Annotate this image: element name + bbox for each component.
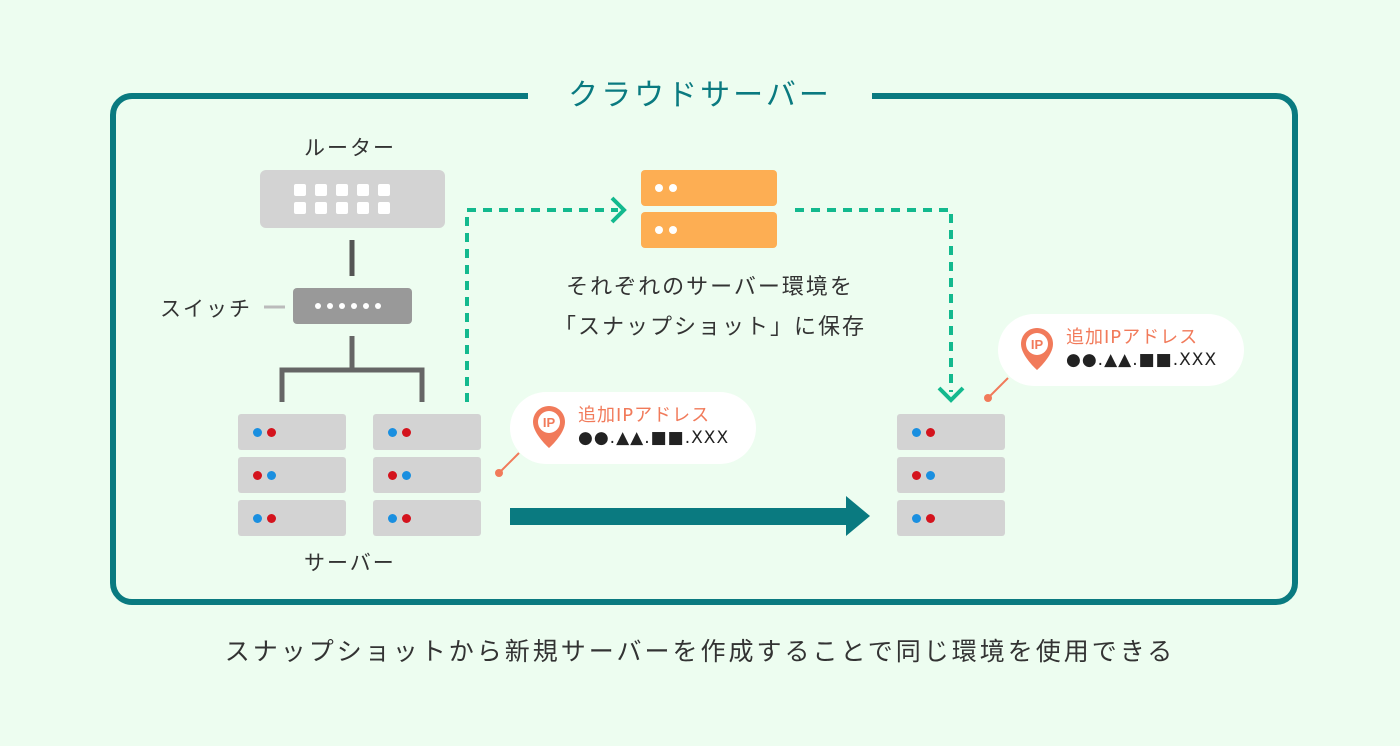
main-arrow-shaft — [510, 508, 846, 525]
bubble-left-pointer — [498, 452, 520, 474]
new-server-unit — [897, 500, 1005, 536]
new-server-unit — [897, 457, 1005, 493]
server-unit — [238, 457, 346, 493]
ip-bubble-title: 追加IPアドレス — [578, 405, 711, 426]
dashed-arrow-to-new-server — [795, 208, 953, 392]
switch-label: スイッチ — [160, 297, 252, 321]
ip-bubble-address: ●●.▲▲.■■.XXX — [578, 428, 730, 448]
server-unit — [373, 500, 481, 536]
new-server-unit — [897, 414, 1005, 450]
bottom-caption: スナップショットから新規サーバーを作成することで同じ環境を使用できる — [224, 637, 1176, 666]
new-server-arrowhead — [937, 386, 965, 403]
server-unit — [373, 457, 481, 493]
switch-server-tree-right — [352, 367, 425, 402]
server-unit — [238, 500, 346, 536]
snapshot-caption-line1: それぞれのサーバー環境を — [566, 275, 854, 300]
server-unit — [373, 414, 481, 450]
dashed-arrow-to-snapshot — [465, 208, 618, 402]
snapshot-unit — [641, 170, 777, 206]
switch-icon — [293, 288, 412, 324]
ip-pin-icon: IP — [1021, 328, 1053, 370]
bubble-right-pointer-dot — [984, 394, 992, 402]
bubble-left-pointer-dot — [495, 469, 503, 477]
cloud-server-title: クラウドサーバー — [528, 74, 872, 118]
ip-bubble-address: ●●.▲▲.■■.XXX — [1066, 350, 1218, 370]
server-label: サーバー — [304, 551, 396, 575]
svg-text:IP: IP — [1031, 337, 1044, 352]
ip-bubble-left: IP 追加IPアドレス ●●.▲▲.■■.XXX — [510, 392, 756, 464]
ip-bubble-right: IP 追加IPアドレス ●●.▲▲.■■.XXX — [998, 314, 1244, 386]
ip-pin-icon: IP — [533, 406, 565, 448]
snapshot-arrowhead — [610, 196, 627, 224]
router-label: ルーター — [304, 136, 396, 160]
bubble-right-pointer — [987, 377, 1009, 399]
snapshot-caption-line2: 「スナップショット」に保存 — [553, 315, 866, 340]
ip-bubble-title: 追加IPアドレス — [1066, 327, 1199, 348]
router-icon — [260, 170, 445, 228]
snapshot-unit — [641, 212, 777, 248]
switch-server-tree — [279, 336, 355, 402]
svg-text:IP: IP — [543, 415, 556, 430]
server-unit — [238, 414, 346, 450]
main-arrow-head — [846, 496, 870, 536]
snapshot-caption: それぞれのサーバー環境を 「スナップショット」に保存 — [520, 268, 900, 348]
